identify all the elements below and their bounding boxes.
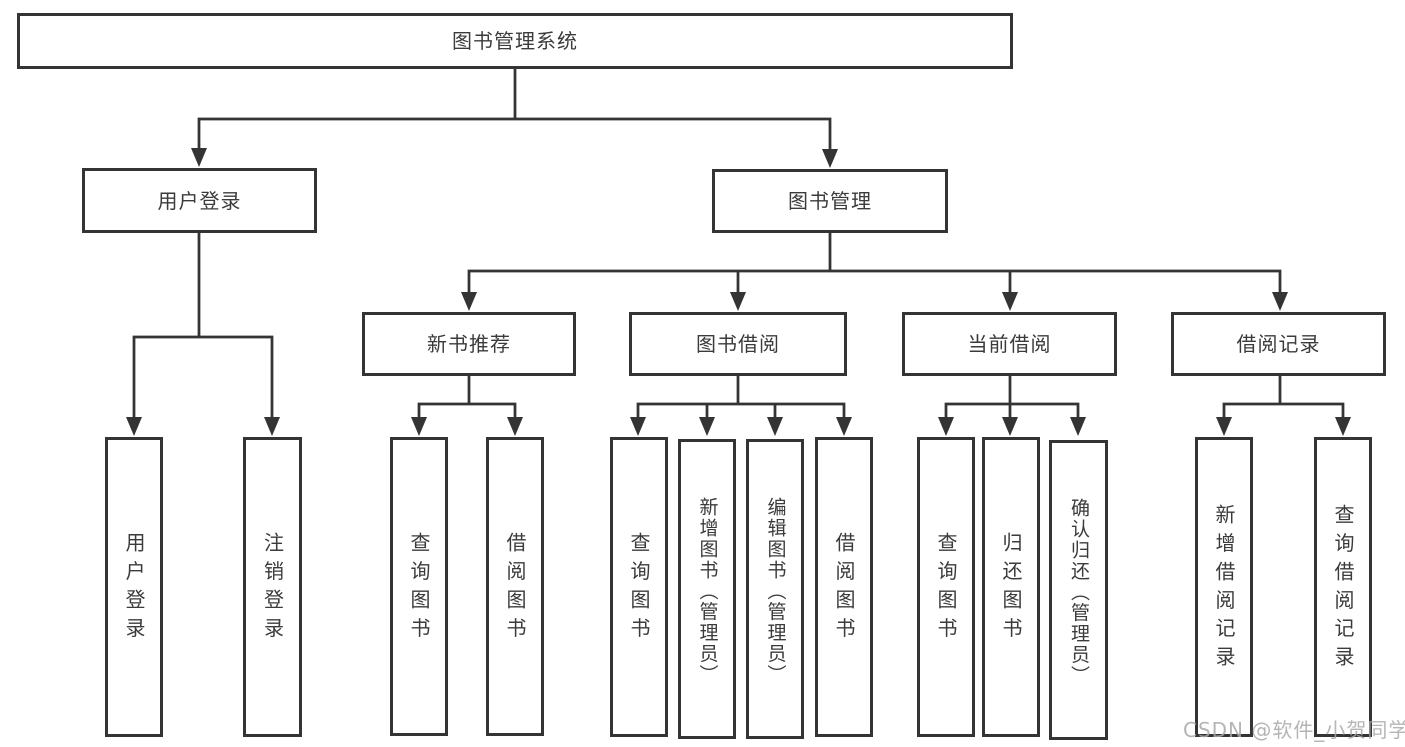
leaf-add-borrow-record: 新增借阅记录 (1195, 437, 1253, 737)
leaf-edit-books-admin: 编辑图书（管理员） (746, 439, 804, 739)
csdn-watermark: CSDN @软件_小贺同学 (1183, 718, 1405, 742)
leaf-add-books-admin: 新增图书（管理员） (678, 439, 736, 739)
node-user-login: 用户登录 (82, 168, 317, 233)
leaf-query-books-2: 查询图书 (610, 437, 668, 737)
leaf-logout: 注销登录 (243, 437, 302, 737)
leaf-user-login: 用户登录 (105, 437, 163, 737)
node-book-management: 图书管理 (712, 169, 948, 233)
leaf-confirm-return-admin: 确认归还（管理员） (1049, 440, 1108, 740)
node-book-borrow: 图书借阅 (629, 312, 847, 376)
leaf-query-books-1: 查询图书 (390, 437, 448, 736)
leaf-query-borrow-record: 查询借阅记录 (1314, 437, 1372, 737)
node-new-book-recommend: 新书推荐 (362, 312, 576, 376)
leaf-query-books-3: 查询图书 (917, 437, 975, 737)
leaf-borrow-books-2: 借阅图书 (815, 437, 873, 737)
leaf-borrow-books-1: 借阅图书 (486, 437, 544, 736)
connector-paths (132, 68, 1345, 424)
node-root-system: 图书管理系统 (17, 13, 1013, 69)
leaf-return-books: 归还图书 (982, 437, 1040, 737)
node-current-borrow: 当前借阅 (902, 312, 1117, 376)
node-borrow-records: 借阅记录 (1171, 312, 1386, 376)
arrowheads (126, 148, 1351, 436)
